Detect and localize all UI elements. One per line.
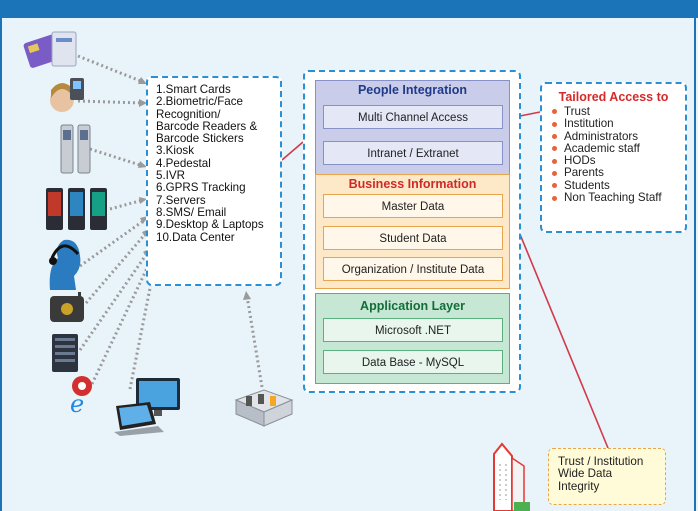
smart-card-icon <box>23 31 77 68</box>
ivr-headset-icon <box>49 239 81 290</box>
device-item: 5.IVR <box>156 169 185 183</box>
device-item: Barcode Stickers <box>156 132 244 146</box>
intranet-extranet-box: Intranet / Extranet <box>323 141 503 165</box>
tailored-access-box: Tailored Access to Trust Institution Adm… <box>540 82 687 233</box>
student-data-box: Student Data <box>323 226 503 250</box>
microsoft-net-box: Microsoft .NET <box>323 318 503 342</box>
server-icon <box>52 334 78 372</box>
device-item: Barcode Readers & <box>156 119 258 133</box>
organization-data-box: Organization / Institute Data <box>323 257 503 281</box>
connector-laptop <box>128 267 156 390</box>
business-information-title: Business Information <box>348 177 477 191</box>
access-item: Trust <box>552 105 685 118</box>
kiosk-icon <box>60 124 91 174</box>
device-item: 10.Data Center <box>156 230 235 244</box>
device-item: 7.Servers <box>156 193 206 207</box>
connector-smart-card <box>77 54 144 84</box>
access-item: Non Teaching Staff <box>552 191 685 204</box>
device-item: 8.SMS/ Email <box>156 205 227 219</box>
bullet-icon <box>552 146 557 152</box>
gprs-tracker-icon <box>50 292 84 322</box>
application-layer-title: Application Layer <box>360 299 465 313</box>
people-integration-layer: People Integration Multi Channel Access … <box>315 80 510 176</box>
multi-channel-access-box: Multi Channel Access <box>323 105 503 129</box>
access-item: Institution <box>552 118 685 130</box>
device-item: 2.Biometric/Face <box>156 95 243 109</box>
application-layer: Application Layer Microsoft .NET Data Ba… <box>315 293 510 384</box>
data-integrity-note: Trust / Institution Wide Data Integrity <box>548 448 666 505</box>
device-list-box: 1.Smart Cards 2.Biometric/Face Recogniti… <box>146 76 282 286</box>
bullet-icon <box>552 183 557 189</box>
access-item: Parents <box>552 167 685 179</box>
bullet-icon <box>552 158 557 164</box>
bullet-icon <box>552 121 557 127</box>
device-item: 3.Kiosk <box>156 144 195 158</box>
bullet-icon <box>552 170 557 176</box>
device-item: Recognition/ <box>156 107 221 121</box>
connector-browser <box>90 261 152 385</box>
connector-gprs <box>84 231 149 304</box>
pedestal-icon <box>46 188 107 230</box>
connector-server <box>78 251 150 351</box>
building-icon <box>493 442 530 511</box>
connector-stack-integrity <box>509 209 609 449</box>
master-data-box: Master Data <box>323 194 503 218</box>
connector-face <box>77 99 144 105</box>
integrity-line: Wide Data <box>558 467 613 481</box>
connector-datacenter <box>245 295 264 388</box>
laptop-desktop-icon <box>114 378 180 436</box>
access-item: Academic staff <box>552 142 685 155</box>
access-item: Administrators <box>552 130 685 143</box>
bullet-icon <box>552 195 557 201</box>
people-integration-title: People Integration <box>357 83 468 97</box>
bullet-icon <box>552 134 557 140</box>
architecture-stack: People Integration Multi Channel Access … <box>303 70 521 393</box>
connector-pedestal <box>109 198 144 211</box>
bullet-icon <box>552 109 557 115</box>
database-mysql-box: Data Base - MySQL <box>323 350 503 374</box>
device-item: 9.Desktop & Laptops <box>156 218 264 232</box>
svg-text:e: e <box>70 390 84 414</box>
business-information-layer: Business Information Master Data Student… <box>315 174 510 289</box>
device-item: 1.Smart Cards <box>156 83 231 96</box>
diagram-frame <box>0 18 696 511</box>
tailored-access-title: Tailored Access to <box>558 90 669 104</box>
device-item: 6.GPRS Tracking <box>156 181 246 195</box>
connector-devices-stack <box>281 141 304 161</box>
access-item: Students <box>552 179 685 192</box>
connector-ivr <box>79 217 147 268</box>
browser-icon: e <box>70 376 92 414</box>
integrity-line: Integrity <box>558 479 600 493</box>
integrity-line: Trust / Institution <box>558 455 644 468</box>
access-item: HODs <box>552 155 685 167</box>
connector-kiosk <box>89 147 144 168</box>
header-bar <box>0 0 698 18</box>
face-recognition-icon <box>50 78 84 112</box>
data-center-icon <box>234 389 294 427</box>
device-item: 4.Pedestal <box>156 156 211 170</box>
